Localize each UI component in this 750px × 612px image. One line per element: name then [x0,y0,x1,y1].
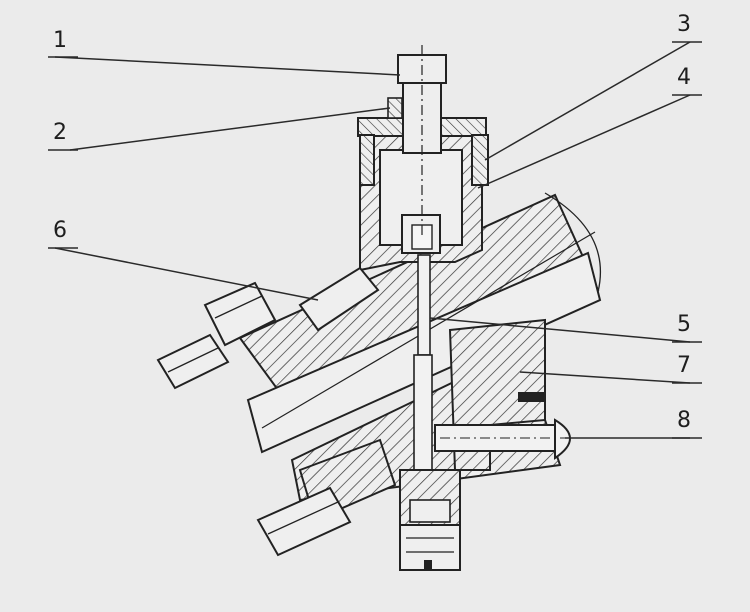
leader-lines [48,41,702,439]
callout-5: 5 [677,312,691,337]
callout-1: 1 [53,28,67,53]
leader-2 [69,107,391,151]
leader-6 [54,247,319,301]
leader-3 [484,41,691,161]
top-fitting [387,45,447,235]
right-side-block [434,318,575,471]
leader-7 [519,371,691,384]
left-lower-plug [256,438,397,557]
leader-5 [429,317,691,343]
callout-2: 2 [53,120,67,145]
leader-1 [54,56,401,76]
callout-8: 8 [677,408,691,433]
left-upper-plug [156,266,380,390]
callout-7: 7 [677,353,691,378]
callout-3: 3 [677,12,691,37]
leader-4 [477,94,691,189]
callout-4: 4 [677,65,691,90]
bottom-outlet [399,469,461,571]
callout-6: 6 [53,218,67,243]
